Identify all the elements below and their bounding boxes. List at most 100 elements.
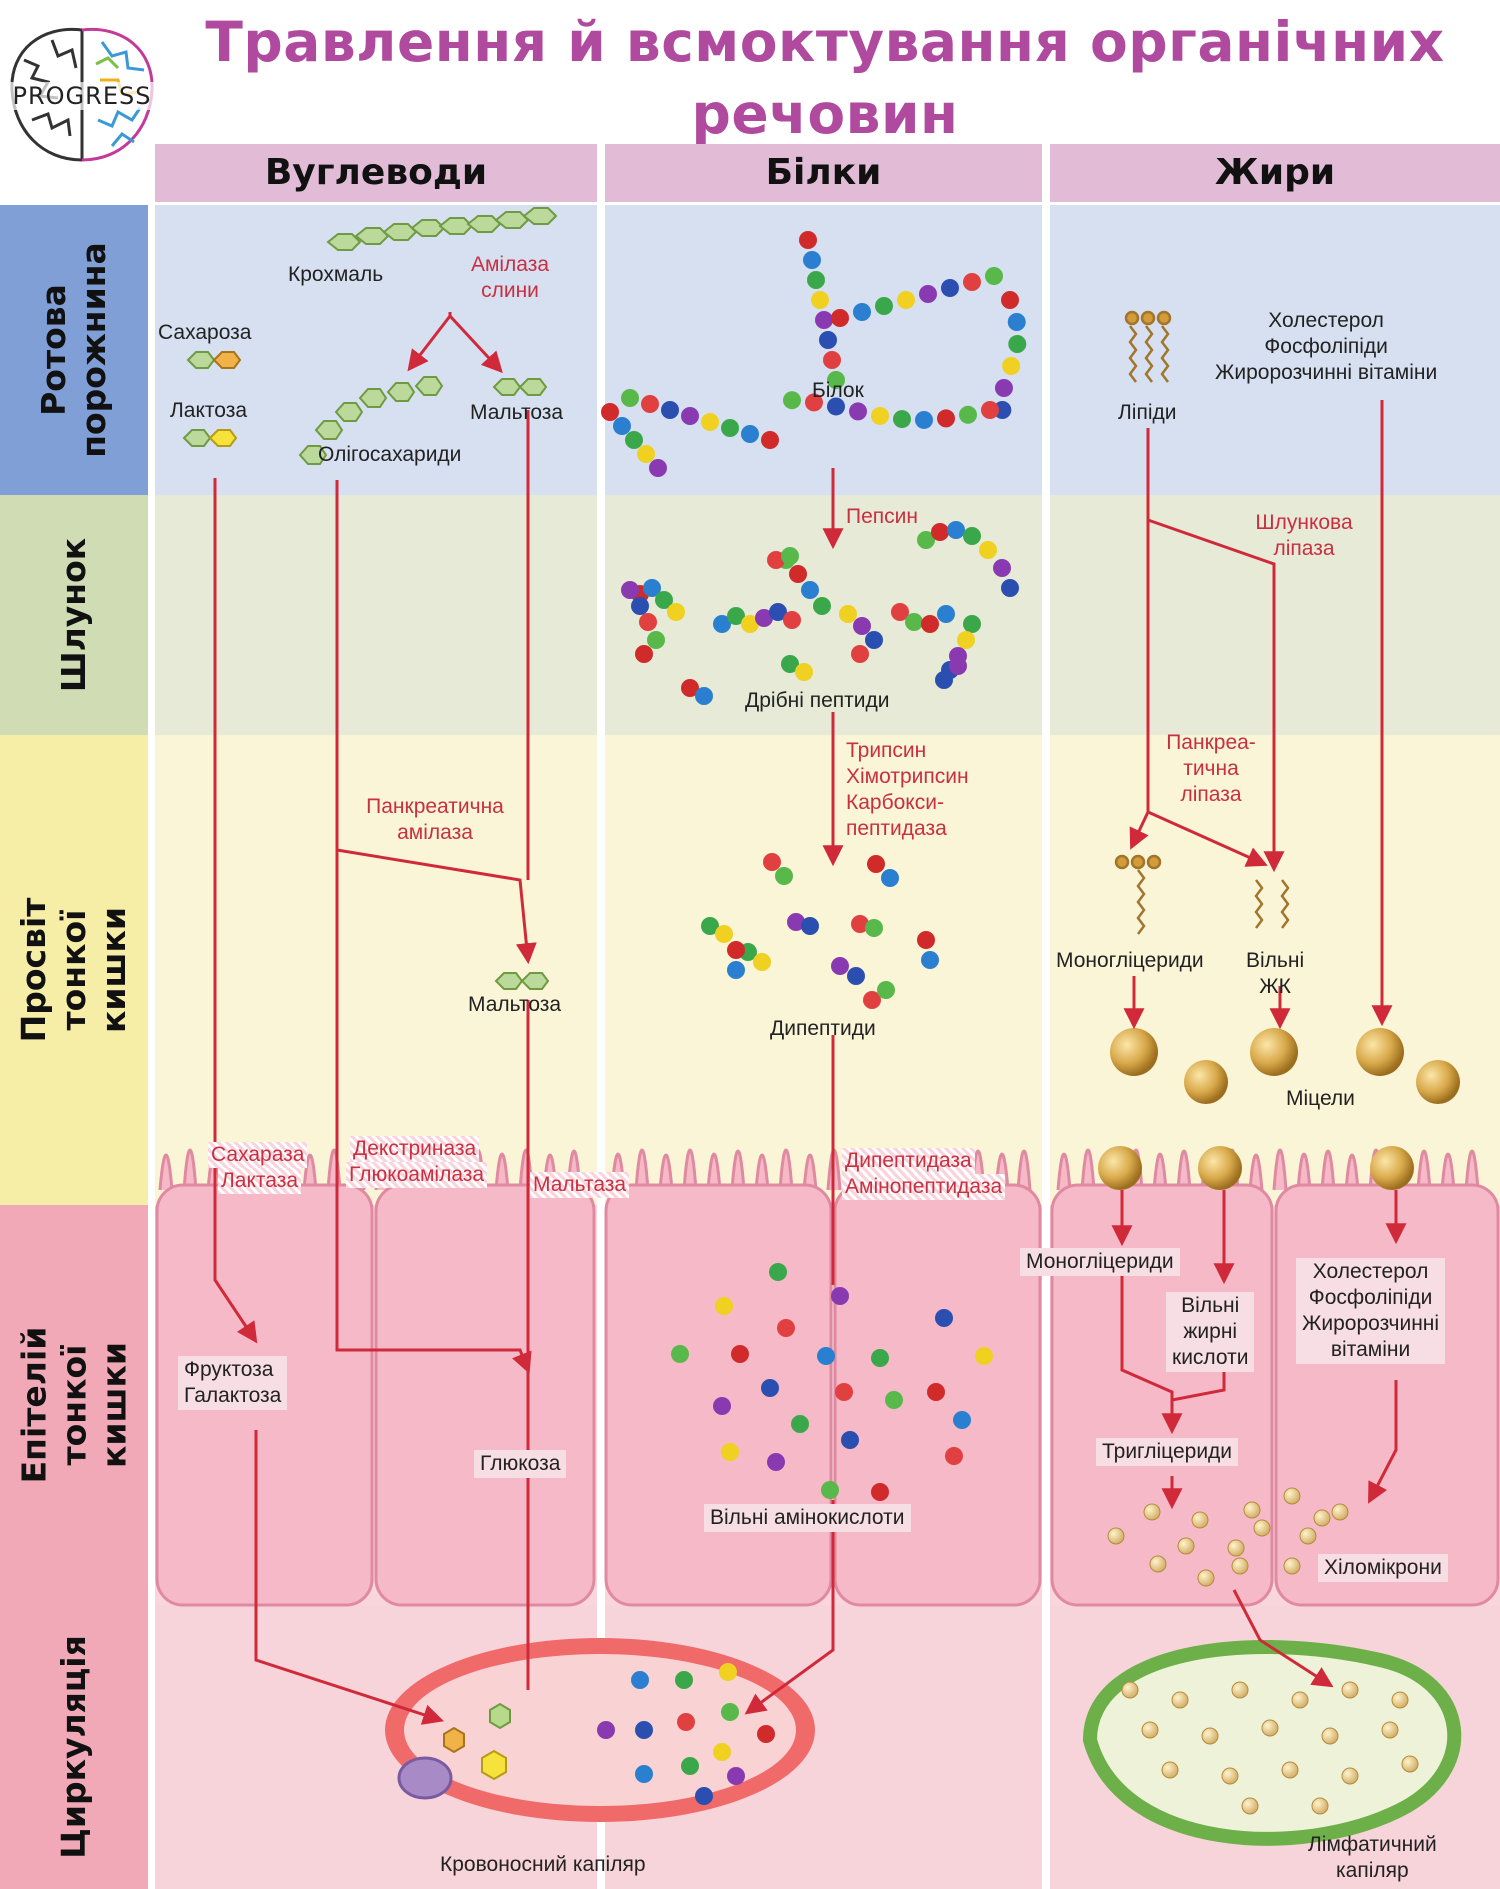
- amino-acid-bead: [949, 657, 967, 675]
- amino-acid-bead: [781, 655, 799, 673]
- row-label-epithelium: Епітелій тонкої кишки: [14, 1326, 133, 1484]
- chylomicron-dot: [1141, 1721, 1159, 1739]
- label-epi-cholesterol-group: Холестерол Фосфоліпіди Жиророзчинні віта…: [1296, 1258, 1446, 1364]
- chylomicron-dot: [1313, 1509, 1331, 1527]
- amino-acid-bead: [917, 531, 935, 549]
- amino-acid-bead: [727, 961, 745, 979]
- amino-acid-bead: [941, 279, 959, 297]
- chylomicron-dot: [1281, 1761, 1299, 1779]
- amino-acid-bead: [935, 671, 953, 689]
- amino-acid-bead: [893, 410, 911, 429]
- amino-acid-bead: [985, 267, 1003, 285]
- amino-acid-bead: [677, 1713, 695, 1731]
- enzyme-pancreatic-amylase: Панкреатична амілаза: [366, 795, 504, 844]
- amino-acid-bead: [867, 855, 885, 873]
- amino-acid-bead: [661, 401, 679, 419]
- amino-acid-bead: [905, 613, 923, 631]
- oligosaccharide-chain: [298, 376, 444, 465]
- label-small-peptides: Дрібні пептиди: [745, 689, 890, 712]
- amino-acid-bead: [953, 1411, 971, 1429]
- amino-acid-bead: [871, 1349, 889, 1367]
- lipid-molecules: [1114, 310, 1290, 935]
- amino-acid-bead: [865, 631, 883, 649]
- amino-acid-bead: [881, 869, 899, 887]
- label-lactose: Лактоза: [170, 399, 248, 422]
- amino-acid-bead: [791, 1415, 809, 1433]
- amino-acid-bead: [761, 1379, 779, 1397]
- amino-acid-bead: [635, 1721, 653, 1739]
- pathway-arrows: [213, 312, 1407, 1725]
- label-oligosaccharides: Олігосахариди: [318, 443, 462, 466]
- amino-acid-bead: [897, 291, 915, 309]
- enzyme-pancreatic-proteases: Трипсин Хімотрипсин Карбокси- пептидаза: [846, 739, 969, 840]
- amino-acid-bead: [1002, 357, 1021, 375]
- amino-acid-bead: [783, 391, 801, 410]
- chylomicron-dot: [1197, 1569, 1215, 1587]
- amino-acid-bead: [937, 605, 955, 623]
- amino-acid-bead: [701, 917, 719, 935]
- amino-acid-bead: [805, 393, 823, 412]
- amino-acid-bead: [613, 417, 631, 435]
- amino-acid-bead: [871, 406, 889, 425]
- chylomicron-dot: [1201, 1727, 1219, 1745]
- chylomicron-dot: [1391, 1691, 1409, 1709]
- amino-acid-bead: [863, 991, 881, 1009]
- amino-acid-bead: [769, 603, 787, 621]
- amino-acid-bead: [917, 931, 935, 949]
- chylomicron-dot: [1253, 1519, 1271, 1537]
- amino-acid-bead: [981, 401, 999, 419]
- label-lymph-capillary: Лімфатичний капіляр: [1308, 1833, 1437, 1882]
- amino-acid-bead: [713, 1743, 731, 1761]
- amino-acid-bead: [853, 303, 871, 321]
- amino-acid-bead: [777, 1319, 795, 1337]
- amino-acid-bead: [927, 1383, 945, 1401]
- amino-acid-bead: [695, 1787, 713, 1805]
- amino-acid-bead: [637, 445, 655, 463]
- amino-acid-bead: [823, 351, 841, 369]
- amino-acid-bead: [621, 581, 639, 599]
- amino-acid-bead: [721, 1443, 739, 1461]
- label-monoglycerides: Моногліцериди: [1056, 949, 1204, 972]
- amino-acid-bead: [871, 1483, 889, 1501]
- amino-acid-bead: [721, 1703, 739, 1721]
- amino-acid-bead: [831, 309, 849, 327]
- label-glucose: Глюкоза: [474, 1450, 567, 1478]
- amino-acid-bead: [885, 1391, 903, 1409]
- label-dipeptides: Дипептиди: [770, 1017, 876, 1040]
- label-lipids: Ліпіди: [1118, 401, 1177, 424]
- starch-chain: [326, 207, 558, 251]
- enzyme-dextrinase: Декстриназа: [350, 1136, 480, 1162]
- row-label-stomach: Шлунок: [54, 537, 94, 693]
- amino-acid-bead: [625, 431, 643, 449]
- amino-acid-bead: [639, 613, 657, 631]
- amino-acid-bead: [931, 523, 949, 541]
- amino-acid-bead: [681, 679, 699, 697]
- chylomicron-dots: [1107, 1487, 1419, 1815]
- enzyme-salivary-amylase: Амілаза слини: [470, 253, 550, 302]
- label-protein: Білок: [812, 379, 864, 402]
- enzyme-aminopeptidase: Амінопептидаза: [842, 1174, 1006, 1200]
- amino-acid-bead: [715, 925, 733, 943]
- label-starch: Крохмаль: [288, 263, 384, 286]
- enzyme-maltase: Мальтаза: [530, 1172, 630, 1198]
- amino-acid-bead: [819, 331, 837, 349]
- amino-acid-bead: [769, 1263, 787, 1281]
- sucrose-lactose: [182, 351, 242, 447]
- page-title: Травлення й всмоктування органічних речо…: [205, 10, 1445, 146]
- label-maltose-lumen: Мальтоза: [468, 993, 562, 1016]
- amino-acid-bead: [1001, 579, 1019, 597]
- amino-acid-bead: [727, 1767, 745, 1785]
- chylomicron-dot: [1161, 1761, 1179, 1779]
- amino-acid-bead: [935, 1309, 953, 1327]
- amino-acid-bead: [783, 611, 801, 629]
- amino-acid-bead: [715, 1297, 733, 1315]
- chylomicron-dot: [1341, 1681, 1359, 1699]
- amino-acid-bead: [975, 1347, 993, 1365]
- amino-acid-bead: [841, 1431, 859, 1449]
- amino-acid-bead: [827, 397, 845, 416]
- logo-text: PROGRESS: [2, 82, 162, 110]
- label-triglycerides: Тригліцериди: [1096, 1438, 1239, 1466]
- chylomicron-dot: [1261, 1719, 1279, 1737]
- chylomicron-dot: [1231, 1557, 1249, 1575]
